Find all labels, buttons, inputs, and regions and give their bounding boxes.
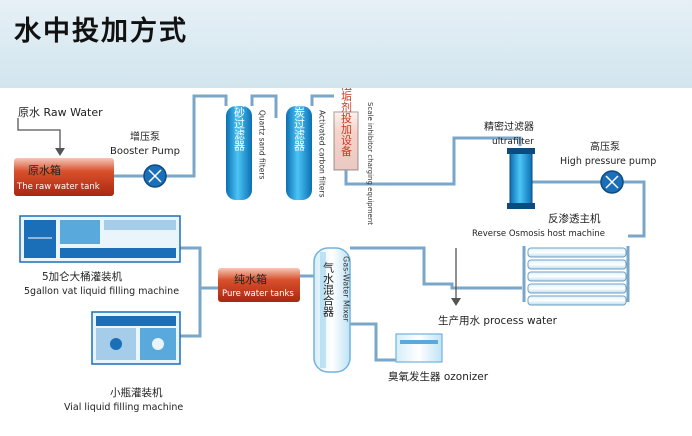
vial-cn-label: 小瓶灌装机 xyxy=(110,386,163,399)
quartz-filter xyxy=(226,106,252,200)
ozonizer xyxy=(395,333,443,363)
ro-membranes xyxy=(527,247,627,306)
scale-en-label: Scale inhibitor charging equipment xyxy=(366,102,374,225)
vial-en-label: Vial liquid filling machine xyxy=(64,402,183,413)
raw-tank-en-label: The raw water tank xyxy=(16,182,100,192)
carbon-filter xyxy=(286,106,312,200)
booster-cn-label: 增压泵 xyxy=(130,130,160,143)
ozonizer-label: 臭氧发生器 ozonizer xyxy=(388,370,489,383)
booster-en-label: Booster Pump xyxy=(110,146,180,157)
diagram-svg: 原水 Raw Water 原水箱 The raw water tank 增压泵 … xyxy=(14,88,656,413)
quartz-en-label: Quartz sand filters xyxy=(258,110,267,179)
arrow-raw-water xyxy=(55,148,65,156)
ultrafilter-cylinder xyxy=(507,148,535,209)
page-title: 水中投加方式 xyxy=(14,16,188,47)
arrows xyxy=(55,148,461,306)
header-band xyxy=(0,0,692,88)
arrow-process-water xyxy=(451,298,461,306)
ultra-en-label: ultrafilter xyxy=(492,137,534,147)
carbon-cn-label: 活性炭过滤器 xyxy=(293,88,306,152)
mixer-cn-label: 气水混合器 xyxy=(322,261,335,318)
booster-pump-icon xyxy=(143,164,167,188)
vat-filling-machine xyxy=(19,215,181,263)
scale-inhibitor-unit xyxy=(333,111,359,171)
process-diagram: 原水 Raw Water 原水箱 The raw water tank 增压泵 … xyxy=(4,88,688,434)
ro-cn-label: 反渗透主机 xyxy=(548,212,601,225)
high-pressure-pump-icon xyxy=(600,170,624,194)
raw-water-label: 原水 Raw Water xyxy=(18,106,103,119)
process-water-label: 生产用水 process water xyxy=(438,314,558,327)
vial-filling-machine xyxy=(91,311,181,365)
vat-cn-label: 5加仑大桶灌装机 xyxy=(42,270,123,283)
mixer-en-label: Gas-Water Mixer xyxy=(342,256,351,323)
gas-water-mixer xyxy=(313,247,351,373)
pure-water-tank xyxy=(218,268,300,302)
raw-water-tank xyxy=(14,158,114,196)
scale-cn-label: 阻垢剂投加设备 xyxy=(340,88,353,157)
carbon-en-label: Activated carbon filters xyxy=(318,110,327,198)
pure-cn-label: 纯水箱 xyxy=(234,272,267,286)
raw-tank-cn-label: 原水箱 xyxy=(28,163,61,177)
hp-cn-label: 高压泵 xyxy=(590,140,620,153)
quartz-cn-label: 石英砂过滤器 xyxy=(233,88,246,152)
vat-en-label: 5gallon vat liquid filling machine xyxy=(24,286,179,297)
ultra-cn-label: 精密过滤器 xyxy=(484,120,534,133)
ro-en-label: Reverse Osmosis host machine xyxy=(472,229,605,239)
hp-en-label: High pressure pump xyxy=(560,156,656,167)
pure-en-label: Pure water tanks xyxy=(222,289,294,299)
